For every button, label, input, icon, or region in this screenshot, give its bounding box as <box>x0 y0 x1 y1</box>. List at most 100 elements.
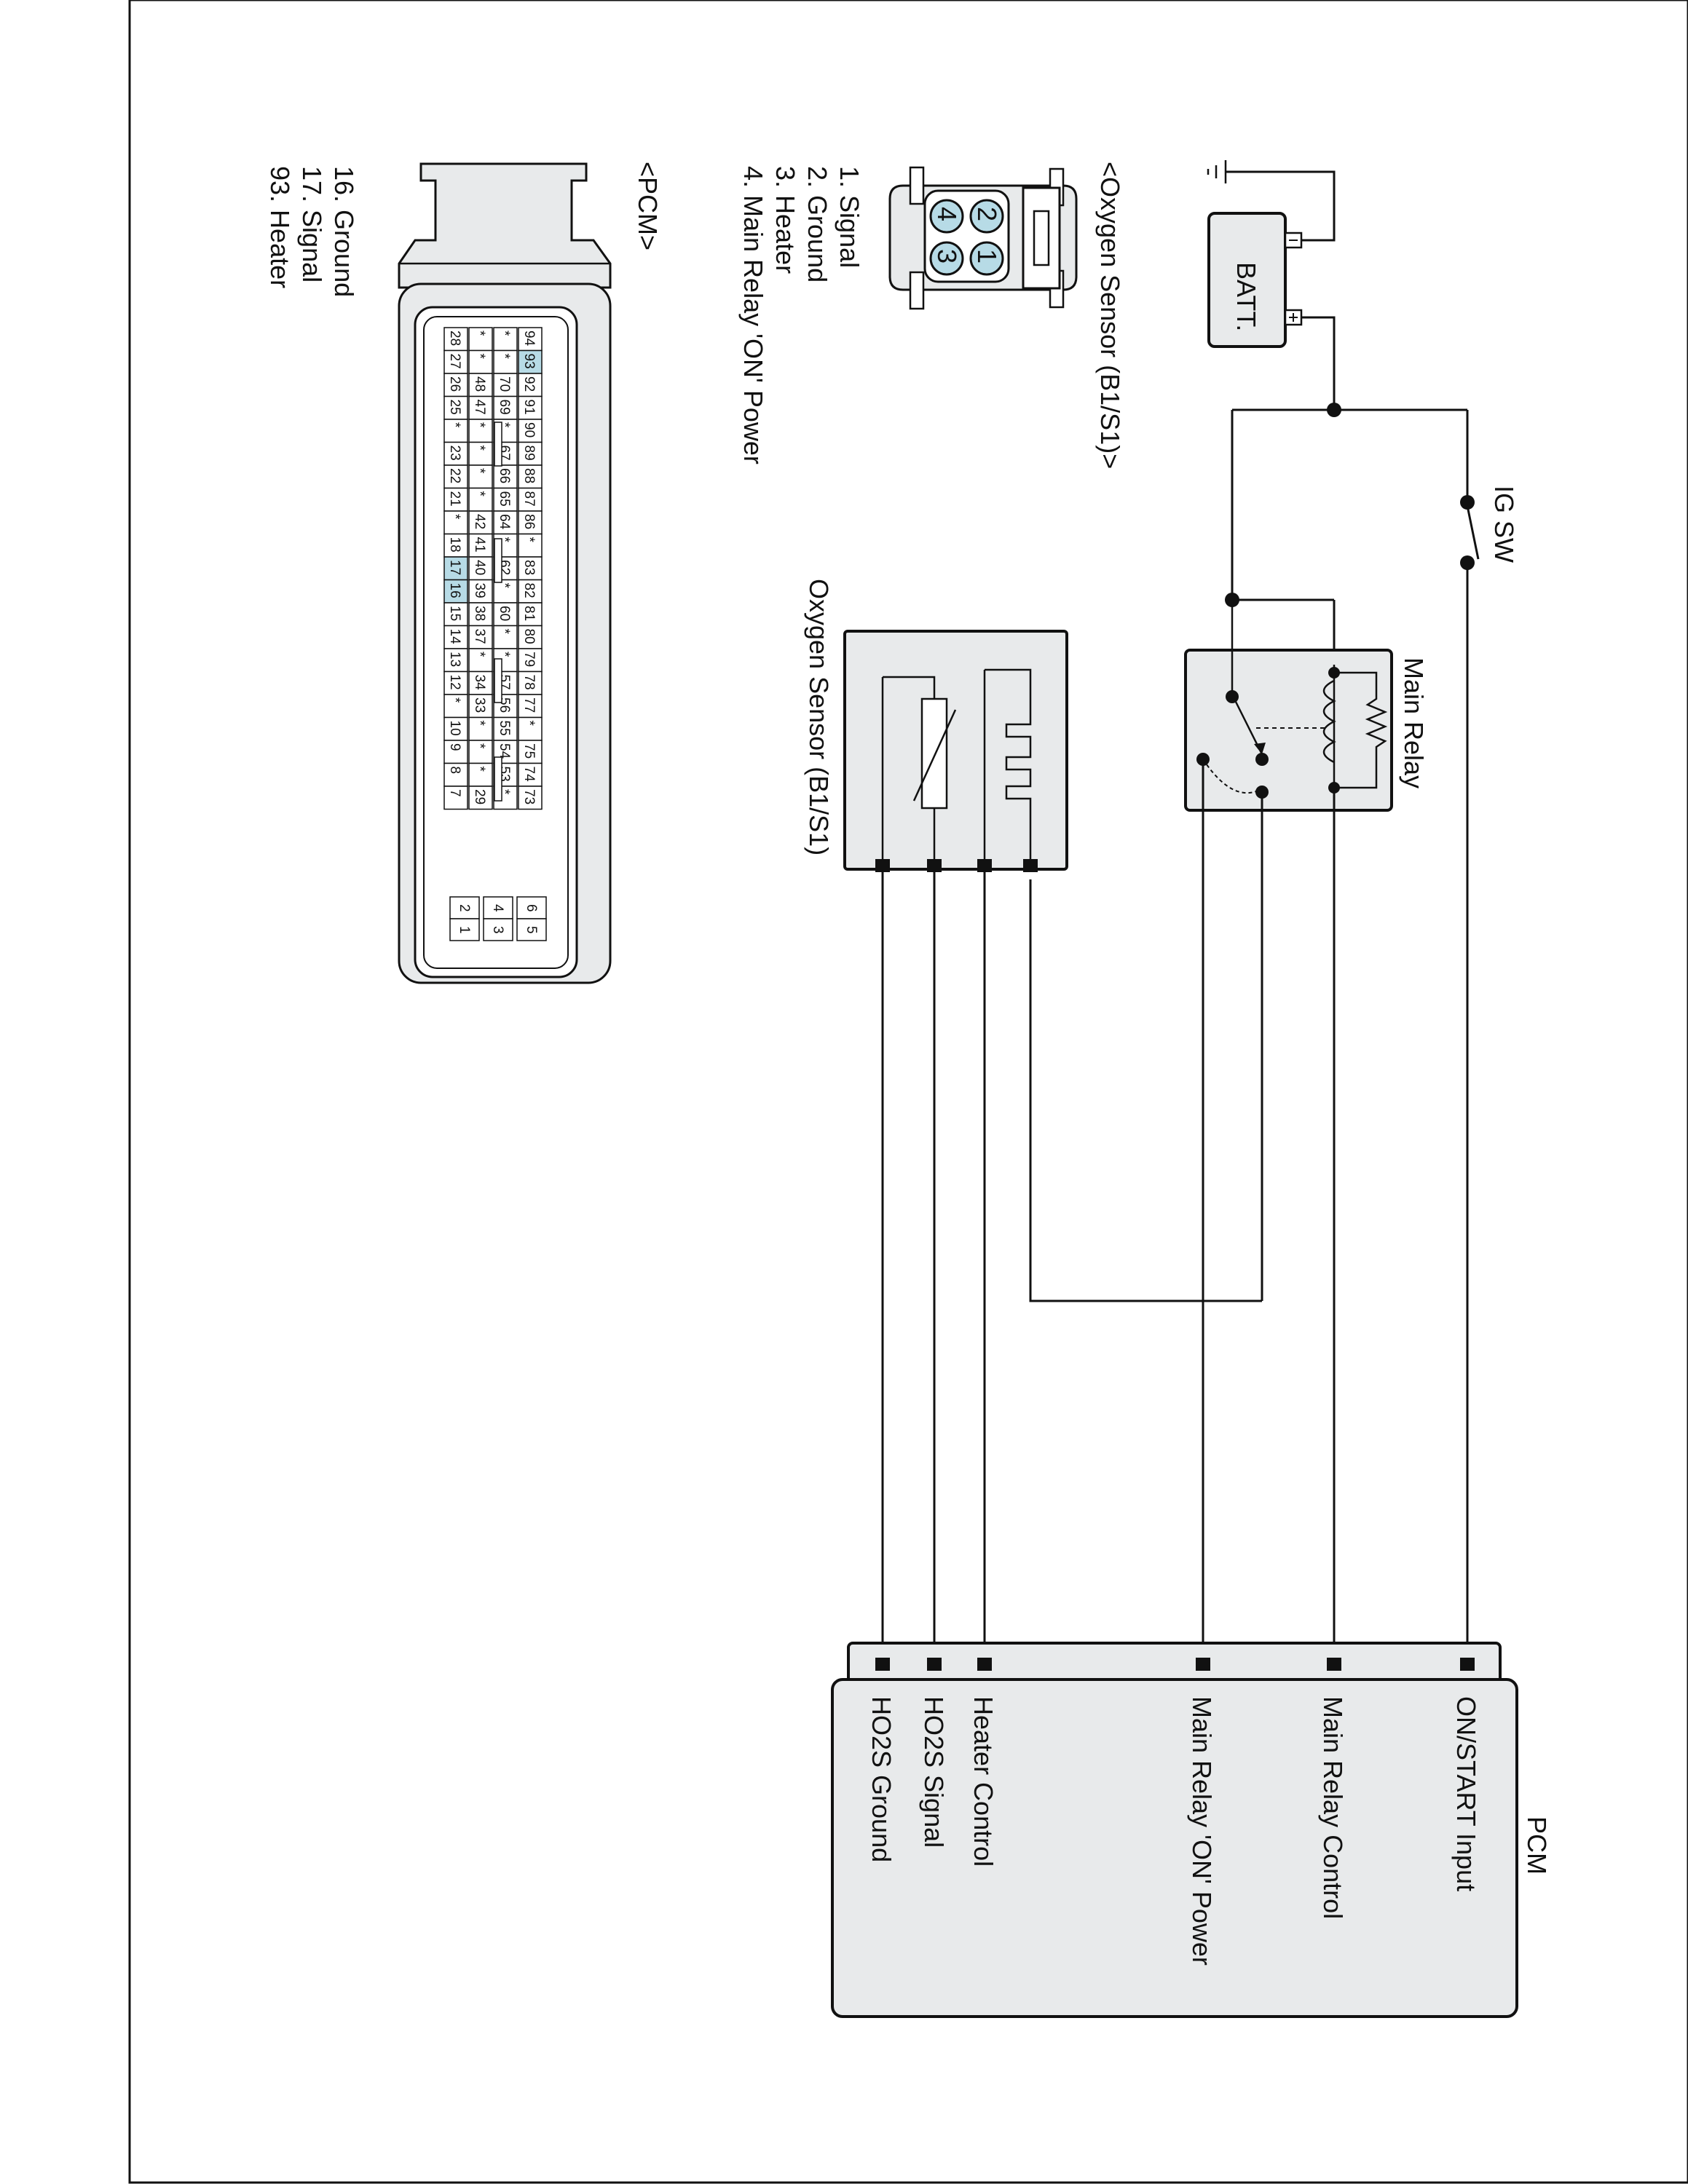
o2-cavity-3: 3 <box>932 249 962 264</box>
pcm-pin-label: 66 <box>497 468 512 483</box>
pcm-pin-cell <box>443 786 468 810</box>
pcm-pin-cell <box>493 487 518 512</box>
pcm-pin-cell <box>468 694 493 719</box>
pcm-pin-cell <box>518 349 543 374</box>
pcm-pin-cell <box>518 762 543 787</box>
pcm-pin-cell <box>518 464 543 489</box>
pcm-pin-cell <box>443 395 468 420</box>
pcm-pin-label: 41 <box>472 537 487 553</box>
pcm-key-slot <box>494 756 502 802</box>
pcm-pin-label: * <box>472 354 487 360</box>
o2-connector-view: <Oxygen Sensor (B1/S1)> 1 2 3 4 1. Signa… <box>738 162 1125 469</box>
pcm-pin-label: * <box>497 652 512 657</box>
pcm-pin-cell <box>518 487 543 512</box>
pcm-pin-label: * <box>497 331 512 336</box>
pcm-power-pin-cell <box>449 896 480 919</box>
pcm-pin-label: 88 <box>521 468 537 483</box>
pcm-pin-cell <box>443 762 468 787</box>
pcm-pin-cell <box>443 740 468 764</box>
pcm-pin-label: 74 <box>521 767 537 783</box>
pcm-pin-label: 94 <box>521 331 537 347</box>
pcm-pin-label: 64 <box>497 514 512 530</box>
pcm-pin-label: 23 <box>447 446 462 461</box>
pcm-power-pin-label: 4 <box>490 904 505 912</box>
ground-symbol <box>1207 160 1227 183</box>
pcm-pin-label: 73 <box>521 789 537 804</box>
pcm-pin-label: 83 <box>521 560 537 575</box>
pcm-pin-label: * <box>472 767 487 772</box>
pcm-pin-label: 9 <box>447 743 462 751</box>
pcm-pin-cell <box>443 349 468 374</box>
pcm-pin-label: 39 <box>472 583 487 598</box>
pcm-pin-label: * <box>472 721 487 727</box>
pcm-pin-cell <box>443 670 468 695</box>
pcm-pin-label: 60 <box>497 606 512 621</box>
pcm-pin-cell <box>493 395 518 420</box>
pcm-pin-label: * <box>447 422 462 428</box>
pcm-pin-cell <box>468 762 493 787</box>
pcm-pin-label: 92 <box>521 376 537 392</box>
pcm-key-slot <box>494 422 502 467</box>
pcm-pin-label: 48 <box>472 376 487 392</box>
pcm-pin-cell <box>443 625 468 649</box>
pcm-pinout-93: 93. Heater <box>265 166 295 288</box>
pcm-pin-cell <box>443 419 468 443</box>
pcm-pin-label: 29 <box>472 789 487 804</box>
pcm-pin-label: * <box>472 422 487 428</box>
pcm-pin-label: 27 <box>447 354 462 369</box>
pcm-pin-label: * <box>497 789 512 795</box>
o2-cavity-1: 1 <box>972 249 1002 264</box>
pcm-pin-label: 16 <box>447 583 462 598</box>
pcm-pin-label: 33 <box>472 697 487 713</box>
pcm-pin-label: 69 <box>497 400 512 415</box>
pcm-pin-cell <box>443 579 468 604</box>
pcm-pin-label: 47 <box>472 400 487 415</box>
pcm-pin-label: 37 <box>472 629 487 644</box>
pcm-pin-cell <box>518 786 543 810</box>
pcm-pin-cell <box>443 510 468 535</box>
pcm-pin-cell <box>493 349 518 374</box>
pcm-pin-label: 7 <box>447 789 462 797</box>
pcm-pin-label: 79 <box>521 652 537 667</box>
pcm-power-pin-cell <box>483 896 513 919</box>
pcm-pin-cell <box>468 740 493 764</box>
pcm-pin-cell <box>443 694 468 719</box>
pcm-pin-cell <box>443 441 468 466</box>
battery: BATT. <box>1207 212 1303 348</box>
pcm-pin-cell <box>493 373 518 397</box>
ig-switch-label: IG SW <box>1489 486 1519 563</box>
pcm-pin-label: 90 <box>521 422 537 438</box>
pcm-pin-label: * <box>497 422 512 428</box>
pcm-pin-cell <box>518 602 543 627</box>
pcm-pin-main-relay-on-power: Main Relay 'ON' Power <box>1187 1696 1217 1966</box>
pcm-pin-label: * <box>521 537 537 543</box>
pcm-pin-label: 55 <box>497 721 512 736</box>
pcm-power-pin-label: 2 <box>457 904 472 912</box>
pcm-pin-ho2s-ground: HO2S Ground <box>867 1696 896 1862</box>
pcm-pin-label: 80 <box>521 629 537 644</box>
pcm-pin-cell <box>468 464 493 489</box>
pcm-pin-label: 22 <box>447 468 462 483</box>
pcm-pin-label: 82 <box>521 583 537 598</box>
o2-cavity-4: 4 <box>932 207 962 221</box>
pcm-pin-label: 54 <box>497 743 512 759</box>
pcm-pin-label: 78 <box>521 675 537 690</box>
pcm-pin-label: * <box>521 721 537 727</box>
pcm-pin-label: * <box>447 697 462 703</box>
pcm-pin-cell <box>468 327 493 352</box>
pcm-pin-label: 91 <box>521 400 537 415</box>
pcm-pin-cell <box>468 533 493 558</box>
pcm-pin-cell <box>518 533 543 558</box>
pcm-power-pin-cell <box>516 896 547 919</box>
pcm-pin-label: 70 <box>497 376 512 392</box>
pcm-pin-label: * <box>497 583 512 589</box>
pcm-pin-label: 12 <box>447 675 462 690</box>
pcm-power-pin-cell <box>483 918 513 941</box>
pcm-pin-cell <box>518 373 543 397</box>
pcm-pin-label: * <box>472 491 487 497</box>
oxygen-sensor: Oxygen Sensor (B1/S1) <box>804 579 1068 872</box>
pcm-pin-label: * <box>472 743 487 749</box>
pcm-pin-cell <box>468 648 493 673</box>
pcm-pin-cell <box>468 395 493 420</box>
oxygen-sensor-label: Oxygen Sensor (B1/S1) <box>804 579 834 855</box>
